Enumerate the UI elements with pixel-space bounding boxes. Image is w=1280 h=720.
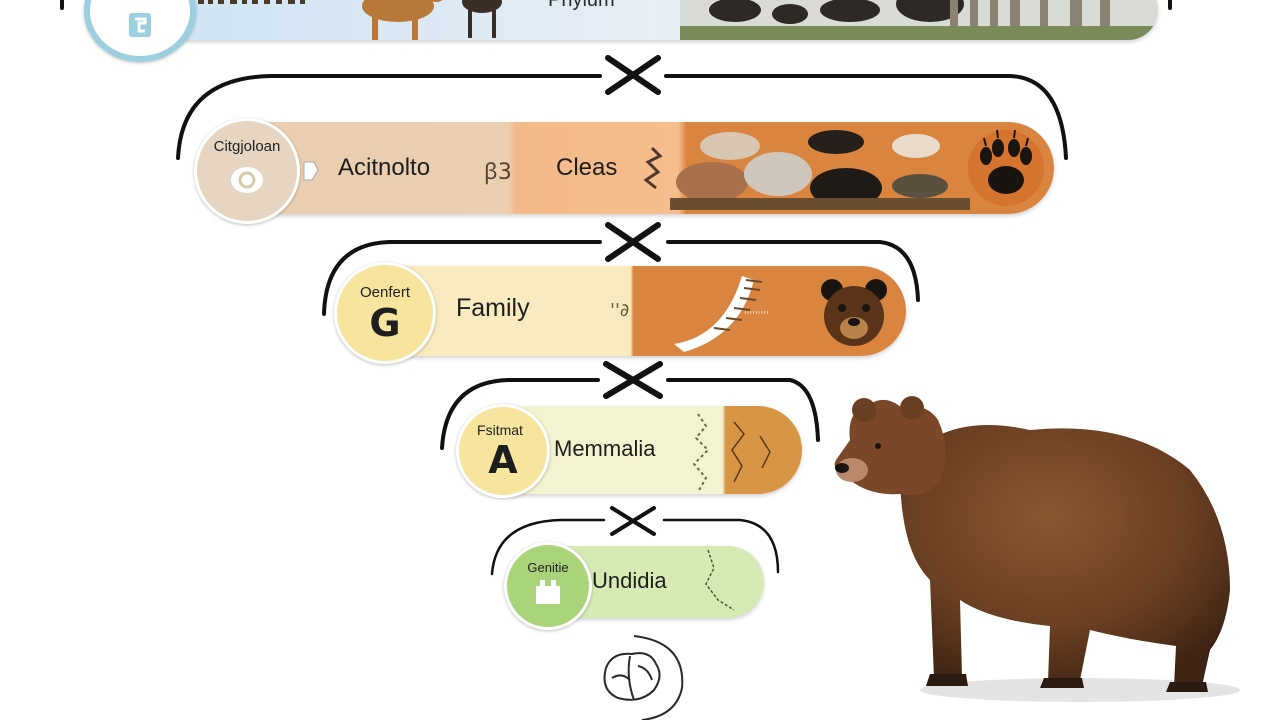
class-badge-icon	[231, 166, 263, 193]
cross-icon	[603, 361, 663, 399]
brown-bear-illustration	[834, 396, 1240, 702]
family-badge-caption: Oenfert	[359, 283, 411, 301]
family-label: Family	[456, 294, 530, 322]
cross-icon	[605, 222, 661, 262]
class-badge-caption: Citgjoloan	[213, 137, 281, 155]
phylum-label: Phylum	[548, 0, 615, 11]
phylum-animal-scene	[198, 0, 1158, 40]
bear-face-icon	[821, 279, 887, 346]
mammalia-map-texture	[692, 413, 771, 493]
family-bar: Family ꞌꞌ∂ ꞌꞌꞌꞌꞌꞌꞌꞌꞌ	[344, 266, 906, 356]
bottom-badge-icon	[536, 579, 560, 604]
class-animal-scene	[643, 130, 970, 210]
cross-icon	[605, 55, 661, 95]
bear-claw-icon	[674, 276, 763, 352]
bottom-label: Undidia	[592, 568, 667, 593]
mammalia-badge-caption: Fsitmat	[477, 422, 523, 438]
bottom-badge-caption: Genitie	[527, 559, 569, 575]
class-badge: Citgjoloan	[194, 118, 300, 224]
bottom-map-texture	[705, 549, 735, 611]
bear-paw-icon	[968, 129, 1044, 206]
phylum-bar: Phylum	[150, 0, 1158, 40]
class-label-1: Acitnolto	[338, 154, 431, 181]
mammalia-badge: Fsitmat A	[456, 404, 550, 498]
class-small-icon	[303, 161, 319, 181]
family-badge-letter: G	[369, 300, 401, 345]
mammalia-badge-letter: A	[488, 438, 518, 482]
phylum-emblem-icon	[129, 13, 151, 37]
bottom-badge: Genitie	[504, 542, 592, 630]
family-stripe-text: ꞌꞌꞌꞌꞌꞌꞌꞌꞌ	[744, 310, 769, 321]
brain-icon	[603, 635, 684, 720]
class-divider-glyph: ꞵ3	[484, 160, 512, 185]
class-label-2: Cleas	[556, 154, 618, 181]
family-divider-glyph: ꞌꞌ∂	[610, 300, 630, 321]
mammalia-label: Memmalia	[554, 436, 656, 461]
cross-icon	[610, 506, 656, 536]
class-bar: Acitnolto ꞵ3 Cleas	[200, 122, 1054, 214]
phylum-badge	[84, 0, 196, 62]
family-badge: Oenfert G	[334, 262, 436, 364]
